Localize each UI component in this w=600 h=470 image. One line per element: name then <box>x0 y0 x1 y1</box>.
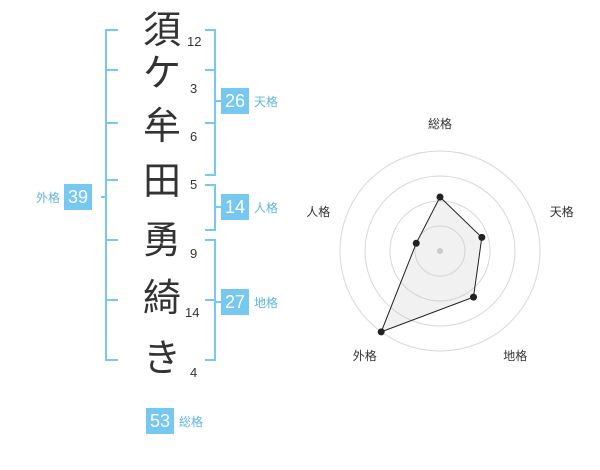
stroke-count-6: 14 <box>185 305 200 320</box>
tenkaku-value: 26 <box>221 88 249 114</box>
tenkaku-badge: 26 天格 <box>221 88 283 114</box>
stroke-count-5: 9 <box>190 246 198 261</box>
jinkaku-badge: 14 人格 <box>221 194 283 220</box>
chikaku-label: 地格 <box>254 295 279 310</box>
radar-point-2 <box>478 233 486 241</box>
radar-point-4 <box>377 328 385 336</box>
gaikaku-badge: 外格 39 <box>36 184 93 210</box>
name-char-3: 牟 <box>142 104 181 148</box>
name-char-5: 勇 <box>142 218 181 262</box>
soukaku-label: 総格 <box>179 414 204 429</box>
stroke-count-3: 6 <box>190 129 198 144</box>
stroke-count-1: 12 <box>187 34 202 49</box>
radar-point-5 <box>412 239 420 247</box>
name-char-2: ケ <box>142 51 181 95</box>
stroke-count-2: 3 <box>190 81 198 96</box>
name-char-7: き <box>142 336 181 380</box>
gaikaku-label: 外格 <box>36 190 61 205</box>
soukaku-badge: 53 総格 <box>146 408 208 434</box>
name-char-1: 須 <box>142 8 181 52</box>
radar-ring <box>389 200 491 302</box>
radar-axis-label-gaikaku: 外格 <box>352 348 377 363</box>
radar-center <box>437 248 443 254</box>
gaikaku-value: 39 <box>64 184 93 210</box>
jinkaku-label: 人格 <box>254 200 279 215</box>
tenkaku-label: 天格 <box>254 94 279 109</box>
radar-axis-label-jinkaku: 人格 <box>306 205 331 220</box>
stroke-count-4: 5 <box>190 177 198 192</box>
radar-point-1 <box>436 193 444 201</box>
radar-axis-label-soukaku: 総格 <box>428 117 453 131</box>
radar-series-polygon <box>380 196 483 333</box>
radar-point-3 <box>470 293 478 301</box>
radar-ring <box>364 175 516 327</box>
stroke-count-7: 4 <box>190 365 198 380</box>
radar-ring <box>339 150 541 352</box>
name-char-6: 綺 <box>142 276 181 320</box>
chikaku-value: 27 <box>221 289 249 315</box>
radar-axis-label-chikaku: 地格 <box>503 348 528 363</box>
radar-ring <box>414 225 466 277</box>
jinkaku-value: 14 <box>221 194 249 220</box>
name-char-4: 田 <box>142 159 181 203</box>
soukaku-value: 53 <box>146 408 174 434</box>
chikaku-badge: 27 地格 <box>221 289 283 315</box>
radar-axis-label-tenkaku: 天格 <box>549 205 574 220</box>
